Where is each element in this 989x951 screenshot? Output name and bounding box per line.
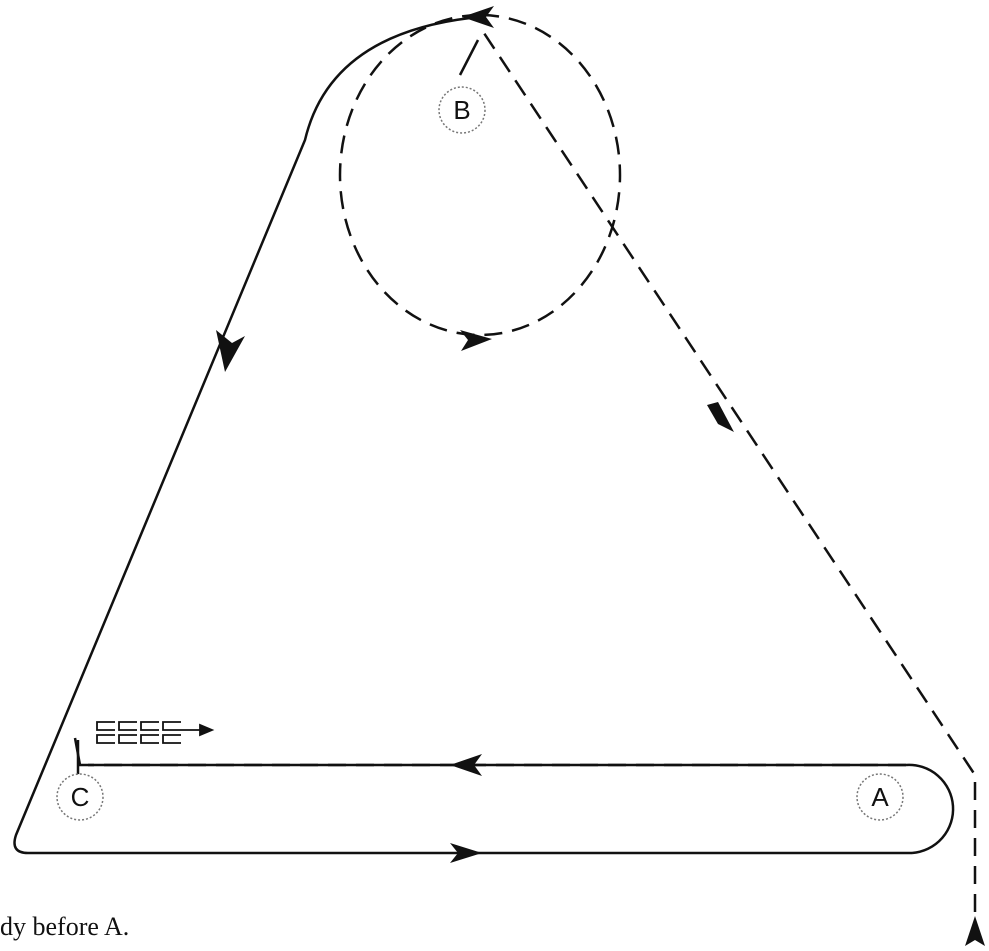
- arrow-approach-diagonal: [707, 402, 734, 432]
- marker-c-label: C: [71, 782, 90, 812]
- dashed-approach-path: [480, 29, 977, 940]
- marker-b: B: [438, 86, 486, 134]
- marker-a: A: [856, 773, 904, 821]
- arrow-circle-bottom: [460, 330, 492, 351]
- pace-symbol: [96, 721, 215, 744]
- solid-track-a-bend: [905, 763, 955, 855]
- marker-a-label: A: [871, 782, 889, 812]
- dashed-circle-b: [338, 13, 622, 337]
- marker-b-label: B: [453, 95, 470, 125]
- marker-c: C: [56, 773, 104, 821]
- caption-text: dy before A.: [0, 912, 130, 941]
- tick-b: [458, 39, 480, 76]
- arrow-circle-top: [462, 6, 494, 28]
- arrow-return-left: [450, 754, 482, 776]
- solid-track-path: [13, 16, 912, 855]
- arrow-bottom-right: [450, 843, 482, 863]
- arrow-left-side-down: [216, 330, 245, 372]
- arrow-approach-bottom: [965, 916, 985, 946]
